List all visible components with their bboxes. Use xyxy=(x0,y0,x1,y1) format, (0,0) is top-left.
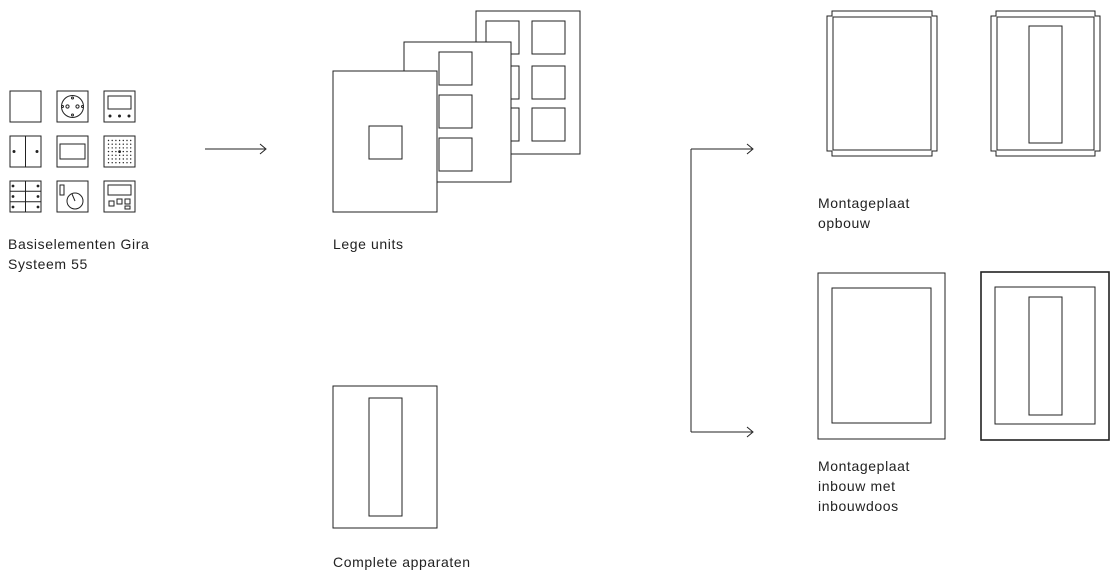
speaker-dot xyxy=(122,147,125,149)
speaker-dot xyxy=(118,162,121,164)
frame-single xyxy=(332,70,438,213)
speaker-dot xyxy=(122,150,125,153)
speaker-dot xyxy=(122,143,125,145)
speaker-dot xyxy=(118,147,121,149)
rocker-switch-icon xyxy=(56,135,89,168)
label-inbouw-line3: inbouwdoos xyxy=(818,498,899,514)
speaker-dot xyxy=(118,143,121,145)
blank-insert-icon xyxy=(9,90,42,123)
dimmer-knob-icon xyxy=(56,180,89,213)
opbouw-plate-empty xyxy=(826,10,938,157)
speaker-dot xyxy=(126,162,128,164)
label-complete-apparaten: Complete apparaten xyxy=(333,554,471,570)
label-opbouw-line1: Montageplaat xyxy=(818,195,911,211)
push-button-icon xyxy=(9,135,42,168)
multi-button-icon xyxy=(9,180,42,213)
display-panel-icon xyxy=(103,90,136,123)
lege-units-stack xyxy=(332,10,581,213)
arrow-to-lege-units xyxy=(205,143,267,155)
speaker-dot xyxy=(107,150,110,153)
speaker-dot xyxy=(111,158,113,160)
speaker-dot xyxy=(107,143,110,145)
speaker-dot xyxy=(130,154,132,156)
speaker-dot xyxy=(126,154,128,156)
speaker-dot xyxy=(115,158,117,160)
speaker-dot xyxy=(122,154,125,156)
label-montageplaat-opbouw: Montageplaat opbouw xyxy=(818,193,910,233)
speaker-dot xyxy=(126,150,128,153)
speaker-dot xyxy=(126,158,128,160)
opbouw-plate-device xyxy=(990,10,1101,157)
label-basiselementen-line2: Systeem 55 xyxy=(8,256,88,272)
speaker-dot xyxy=(111,162,113,164)
speaker-dot xyxy=(111,147,113,149)
speaker-dot xyxy=(107,154,110,156)
complete-device xyxy=(332,385,438,529)
speaker-grille-icon xyxy=(103,135,136,168)
speaker-dot xyxy=(115,143,117,145)
branch-arrows xyxy=(690,143,754,438)
label-montageplaat-inbouw: Montageplaat inbouw met inbouwdoos xyxy=(818,456,910,516)
speaker-dot xyxy=(122,158,125,160)
speaker-dot xyxy=(118,154,121,156)
speaker-dot xyxy=(118,139,121,142)
speaker-dot xyxy=(115,147,117,149)
speaker-dot xyxy=(107,158,110,160)
speaker-dot xyxy=(126,143,128,145)
speaker-dot xyxy=(115,139,117,142)
label-inbouw-line1: Montageplaat xyxy=(818,458,911,474)
inbouw-plate-device xyxy=(980,271,1110,441)
speaker-dot xyxy=(130,162,132,164)
speaker-dot xyxy=(126,139,128,142)
speaker-dot xyxy=(111,139,113,142)
speaker-dot xyxy=(122,139,125,142)
speaker-dot xyxy=(111,154,113,156)
speaker-dot xyxy=(126,147,128,149)
label-lege-units: Lege units xyxy=(333,236,404,252)
socket-outlet-icon xyxy=(56,90,89,123)
label-opbouw-line2: opbouw xyxy=(818,215,871,231)
speaker-dot xyxy=(107,162,110,164)
label-basiselementen-line1: Basiselementen Gira xyxy=(8,236,150,252)
speaker-dot xyxy=(130,139,132,142)
speaker-dot xyxy=(122,162,125,164)
speaker-dot xyxy=(130,147,132,149)
speaker-dot xyxy=(118,150,121,154)
inbouw-plate-empty xyxy=(817,272,946,440)
basis-icon-grid xyxy=(9,90,136,213)
speaker-dot xyxy=(107,139,110,142)
speaker-dot xyxy=(115,150,117,153)
label-inbouw-line2: inbouw met xyxy=(818,478,896,494)
speaker-dot xyxy=(111,150,113,153)
speaker-dot xyxy=(115,162,117,164)
speaker-dot xyxy=(115,154,117,156)
speaker-dot xyxy=(107,147,110,149)
speaker-dot xyxy=(118,158,121,160)
speaker-dot xyxy=(130,143,132,145)
speaker-dot xyxy=(111,143,113,145)
speaker-dot xyxy=(130,150,132,153)
thermostat-display-icon xyxy=(103,180,136,213)
speaker-dot xyxy=(130,158,132,160)
label-basiselementen: Basiselementen Gira Systeem 55 xyxy=(8,234,149,274)
